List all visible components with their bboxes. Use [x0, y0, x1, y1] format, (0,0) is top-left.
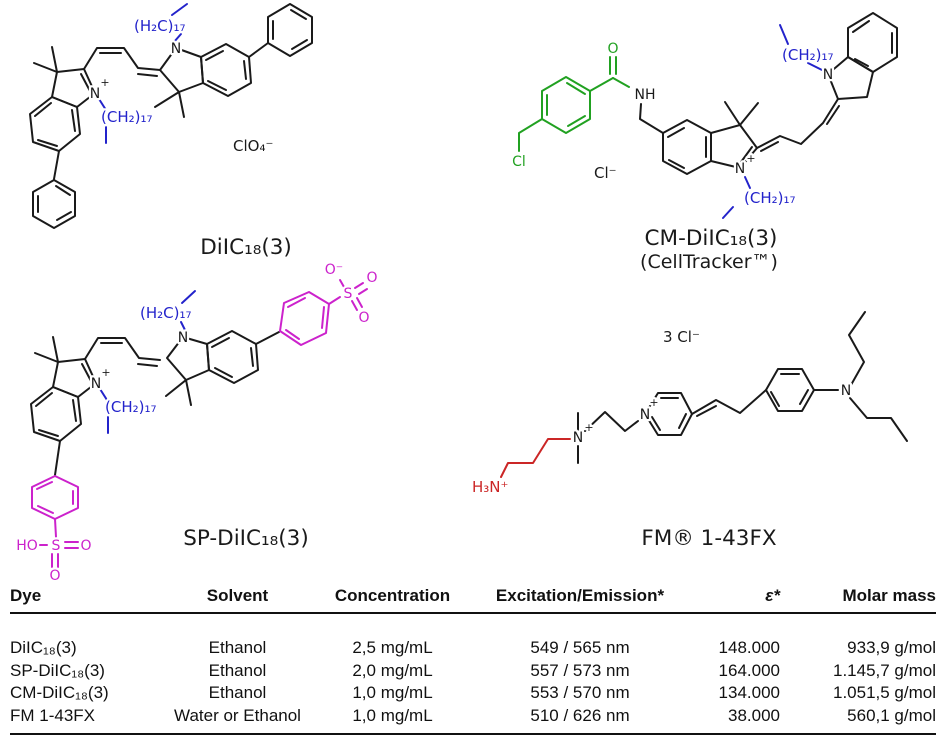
table-cell-excitation-emission: 510 / 626 nm	[530, 705, 630, 725]
table-cell-excitation-emission: 549 / 565 nm	[530, 638, 630, 657]
charge-plus: +	[100, 76, 109, 89]
alkyl-chain-label-bottom: (CH₂)₁₇	[744, 189, 796, 207]
skeleton-bonds	[30, 330, 280, 476]
alkyl-chain-label-top: (H₂C)₁₇	[134, 17, 186, 35]
column-header-dye: Dye	[10, 586, 42, 605]
table-cell-solvent: Ethanol	[208, 660, 267, 680]
atom-label-ho: HO	[16, 538, 38, 554]
table-cell-concentration: 2,0 mg/mL	[352, 660, 433, 680]
table-cell-epsilon: 134.000	[718, 683, 780, 702]
alkyl-chain-label-bottom: (CH₂)₁₇	[101, 108, 153, 126]
caption-fm-1-43fx: FM® 1-43FX	[641, 526, 776, 551]
table-cell-epsilon: 38.000	[728, 705, 780, 725]
table-cell-concentration: 1,0 mg/mL	[352, 683, 433, 702]
atom-label-n-plus: N	[91, 376, 101, 392]
counterion-chloride: 3 Cl⁻	[663, 328, 700, 346]
counterion-perchlorate: ClO₄⁻	[233, 137, 273, 155]
table-cell-molar-mass: 1.145,7 g/mol	[832, 660, 936, 680]
atom-label-s: S	[52, 538, 61, 554]
table-cell-dye: DiIC₁₈(3)	[10, 638, 77, 657]
sulfonate-group-bonds	[31, 279, 368, 568]
atom-label-o-minus: O⁻	[325, 262, 343, 278]
atom-label-n: N	[823, 67, 833, 83]
atom-label-n-plus: N	[735, 161, 745, 177]
counterion-chloride: Cl⁻	[594, 164, 617, 182]
table-row: CM-DiIC₁₈(3) Ethanol 1,0 mg/mL 553 / 570…	[10, 683, 936, 706]
column-header-epsilon: ε*	[765, 586, 780, 605]
atom-label-o: O	[80, 538, 91, 554]
table-cell-concentration: 1,0 mg/mL	[352, 705, 433, 725]
atom-label-nh: NH	[635, 87, 656, 103]
skeleton-bonds	[29, 3, 313, 229]
caption-celltracker: (CellTracker™)	[640, 251, 778, 273]
atom-label-n: N	[171, 41, 181, 57]
structure-sp-diic18-3: N + N (CH₂)₁₇ (H₂C)₁₇ S O⁻ O O HO S O O …	[14, 260, 380, 587]
charge-plus: +	[746, 152, 755, 165]
table-cell-solvent: Ethanol	[208, 638, 267, 657]
table-cell-dye: FM 1-43FX	[10, 705, 96, 725]
atom-label-o: O	[49, 568, 60, 584]
atom-label-ammonium: H₃N⁺	[472, 478, 508, 496]
charge-plus: +	[649, 396, 658, 409]
aminopropyl-bonds	[500, 438, 571, 478]
alkyl-chain-label-bottom: (CH₂)₁₇	[105, 398, 157, 416]
structure-fm-1-43fx: 3 Cl⁻ H₃N⁺ N + N + N FM® 1-43FX	[470, 311, 908, 553]
atom-label-o: O	[366, 270, 377, 286]
skeleton-bonds	[639, 12, 898, 175]
atom-label-n: N	[178, 330, 188, 346]
atom-label-s: S	[344, 286, 353, 302]
caption-sp-diic18-3: SP-DiIC₁₈(3)	[183, 526, 308, 551]
table-body: DiIC₁₈(3) Ethanol 2,5 mg/mL 549 / 565 nm…	[10, 614, 936, 735]
column-header-concentration: Concentration	[334, 586, 451, 605]
properties-table: Dye Solvent Concentration Excitation/Emi…	[10, 586, 936, 735]
table-cell-excitation-emission: 553 / 570 nm	[530, 683, 630, 702]
table-cell-epsilon: 148.000	[718, 638, 780, 657]
alkyl-chain-label-top: (H₂C)₁₇	[140, 304, 192, 322]
table-cell-molar-mass: 933,9 g/mol	[847, 638, 936, 657]
table-cell-epsilon: 164.000	[718, 660, 780, 680]
alkyl-chain-bonds	[98, 3, 188, 144]
charge-plus: +	[101, 366, 110, 379]
table-row: SP-DiIC₁₈(3) Ethanol 2,0 mg/mL 557 / 573…	[10, 661, 936, 684]
alkyl-chain-bonds	[722, 24, 823, 219]
structure-diic18-3: N + N (CH₂)₁₇ (H₂C)₁₇ ClO₄⁻ DiIC₁₈(3)	[29, 3, 313, 262]
atom-label-n-pyridinium: N	[640, 407, 650, 423]
table-cell-solvent: Ethanol	[208, 683, 267, 702]
alkyl-chain-bonds	[99, 290, 196, 434]
table-header-row: Dye Solvent Concentration Excitation/Emi…	[10, 586, 936, 614]
table-cell-concentration: 2,5 mg/mL	[352, 638, 433, 657]
alkyl-chain-label-top: (CH₂)₁₇	[782, 46, 834, 64]
atom-label-o: O	[358, 310, 369, 326]
skeleton-bonds	[577, 311, 908, 464]
table-cell-excitation-emission: 557 / 573 nm	[530, 660, 630, 680]
atom-label-cl: Cl	[512, 154, 526, 170]
table-cell-molar-mass: 560,1 g/mol	[847, 705, 936, 725]
atom-label-n-plus: N	[90, 86, 100, 102]
table-row: DiIC₁₈(3) Ethanol 2,5 mg/mL 549 / 565 nm…	[10, 638, 936, 661]
column-header-excitation-emission: Excitation/Emission*	[495, 586, 665, 605]
table-cell-dye: CM-DiIC₁₈(3)	[10, 683, 109, 702]
caption-cm-diic18-3: CM-DiIC₁₈(3)	[645, 226, 778, 251]
caption-diic18-3: DiIC₁₈(3)	[200, 235, 292, 260]
structure-cm-diic18-3: O NH Cl Cl⁻ N + N (CH₂)₁₇ (CH₂)₁₇ CM-DiI…	[510, 12, 898, 275]
table-row: FM 1-43FX Water or Ethanol 1,0 mg/mL 510…	[10, 706, 936, 729]
table-cell-dye: SP-DiIC₁₈(3)	[10, 660, 105, 680]
atom-label-o: O	[607, 41, 618, 57]
column-header-molar-mass: Molar mass	[842, 586, 936, 605]
table-cell-molar-mass: 1.051,5 g/mol	[832, 683, 936, 702]
atom-label-n-quaternary: N	[573, 430, 583, 446]
charge-plus: +	[584, 421, 593, 434]
table-cell-solvent: Water or Ethanol	[174, 705, 301, 725]
column-header-solvent: Solvent	[206, 586, 269, 605]
chloromethyl-benzamide-bonds	[518, 56, 630, 152]
atom-label-n-amine: N	[841, 383, 851, 399]
